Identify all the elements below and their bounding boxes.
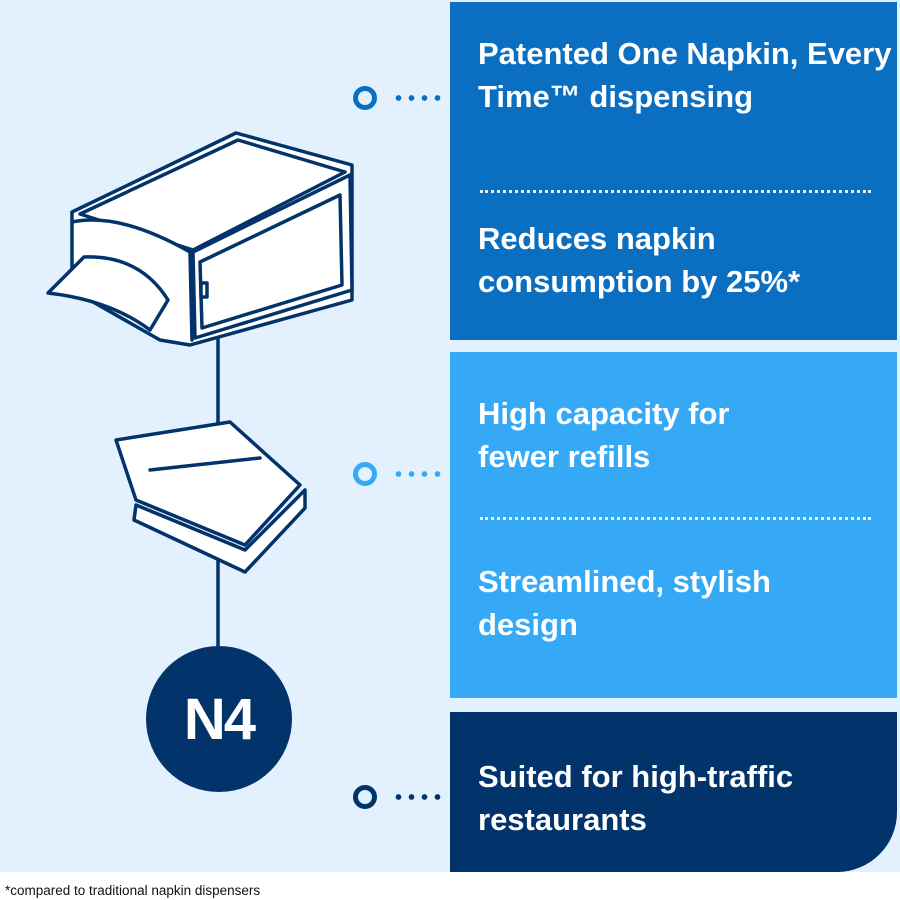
feature-text: Patented One Napkin, Every Time™ dispens… bbox=[478, 36, 892, 114]
feature-text: Suited for high-traffic restaurants bbox=[478, 759, 794, 837]
product-badge: N4 bbox=[146, 646, 292, 792]
dotted-connector bbox=[392, 794, 444, 800]
dotted-divider bbox=[480, 190, 871, 193]
feature-panel-navy: Suited for high-traffic restaurants bbox=[450, 712, 897, 872]
feature-text: Streamlined, stylish design bbox=[478, 564, 771, 642]
dotted-divider bbox=[480, 517, 871, 520]
circle-marker-icon bbox=[353, 462, 377, 486]
feature-panel-light-blue: High capacity for fewer refills Streamli… bbox=[450, 352, 897, 698]
circle-marker-icon bbox=[353, 785, 377, 809]
footnote: *compared to traditional napkin dispense… bbox=[5, 883, 261, 898]
circle-marker-icon bbox=[353, 86, 377, 110]
dotted-connector bbox=[392, 471, 444, 477]
dotted-connector bbox=[392, 95, 444, 101]
feature-panel-blue: Patented One Napkin, Every Time™ dispens… bbox=[450, 2, 897, 340]
napkin-stack-icon bbox=[114, 420, 307, 574]
illustration bbox=[46, 131, 354, 650]
dispenser-icon bbox=[46, 131, 354, 347]
feature-text: High capacity for fewer refills bbox=[478, 396, 730, 474]
feature-text: Reduces napkin consumption by 25%* bbox=[478, 221, 801, 299]
